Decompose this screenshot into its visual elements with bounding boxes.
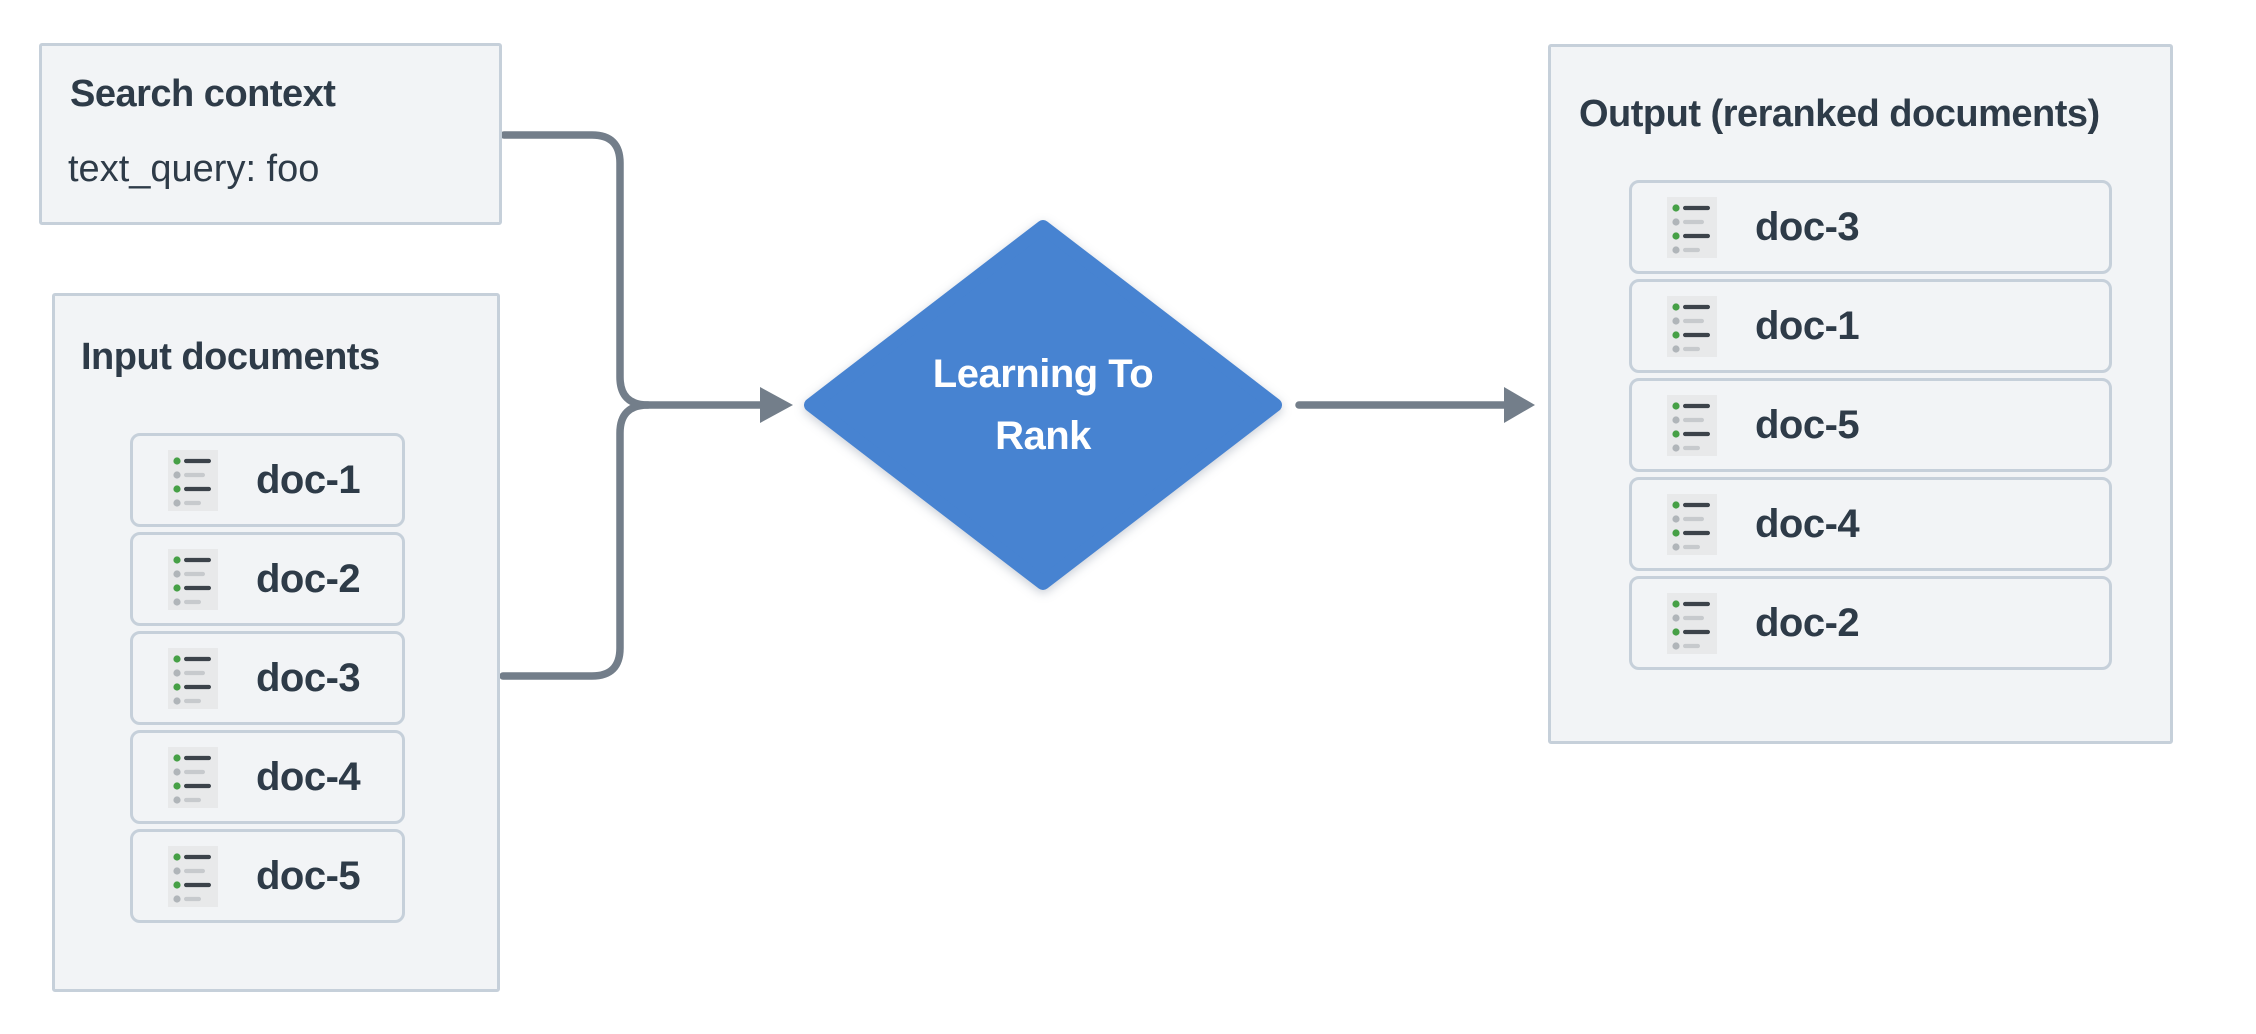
connector-search-to-merge bbox=[500, 131, 766, 409]
input-documents-panel: Input documents bbox=[52, 293, 500, 992]
document-list-icon bbox=[168, 746, 218, 808]
doc-row: doc-5 bbox=[1629, 378, 2112, 472]
search-context-title: Search context bbox=[70, 73, 336, 115]
doc-row: doc-1 bbox=[130, 433, 405, 527]
doc-label: doc-3 bbox=[1755, 204, 1860, 249]
doc-label: doc-2 bbox=[256, 556, 361, 601]
doc-label: doc-1 bbox=[256, 457, 361, 502]
search-context-query-text: text_query: foo bbox=[68, 148, 320, 190]
connector-inputs-to-merge bbox=[499, 401, 652, 680]
document-list-icon bbox=[1667, 592, 1717, 654]
document-list-icon bbox=[1667, 394, 1717, 456]
document-list-icon bbox=[168, 449, 218, 511]
doc-label: doc-1 bbox=[1755, 303, 1860, 348]
document-list-icon bbox=[168, 845, 218, 907]
doc-label: doc-5 bbox=[256, 853, 361, 898]
search-context-panel: Search context text_query: foo bbox=[39, 43, 502, 225]
doc-row: doc-2 bbox=[1629, 576, 2112, 670]
arrowhead-into-output bbox=[1504, 387, 1535, 423]
doc-label: doc-3 bbox=[256, 655, 361, 700]
doc-label: doc-2 bbox=[1755, 600, 1860, 645]
learning-to-rank-label: Learning To Rank bbox=[811, 343, 1275, 467]
document-list-icon bbox=[1667, 295, 1717, 357]
output-documents-list: doc-3 bbox=[1629, 180, 2112, 670]
arrowhead-into-diamond bbox=[760, 387, 793, 423]
doc-row: doc-4 bbox=[1629, 477, 2112, 571]
doc-row: doc-2 bbox=[130, 532, 405, 626]
document-list-icon bbox=[168, 647, 218, 709]
input-documents-title: Input documents bbox=[81, 336, 380, 378]
output-documents-panel: Output (reranked documents) bbox=[1548, 44, 2173, 744]
doc-label: doc-4 bbox=[256, 754, 361, 799]
document-list-icon bbox=[168, 548, 218, 610]
doc-label: doc-5 bbox=[1755, 402, 1860, 447]
output-documents-title: Output (reranked documents) bbox=[1579, 93, 2100, 135]
doc-row: doc-4 bbox=[130, 730, 405, 824]
learning-to-rank-label-line1: Learning To bbox=[932, 352, 1154, 396]
doc-row: doc-3 bbox=[1629, 180, 2112, 274]
doc-row: doc-5 bbox=[130, 829, 405, 923]
doc-row: doc-3 bbox=[130, 631, 405, 725]
input-documents-list: doc-1 bbox=[130, 433, 405, 923]
document-list-icon bbox=[1667, 196, 1717, 258]
document-list-icon bbox=[1667, 493, 1717, 555]
doc-label: doc-4 bbox=[1755, 501, 1860, 546]
doc-row: doc-1 bbox=[1629, 279, 2112, 373]
learning-to-rank-label-line2: Rank bbox=[995, 414, 1091, 458]
